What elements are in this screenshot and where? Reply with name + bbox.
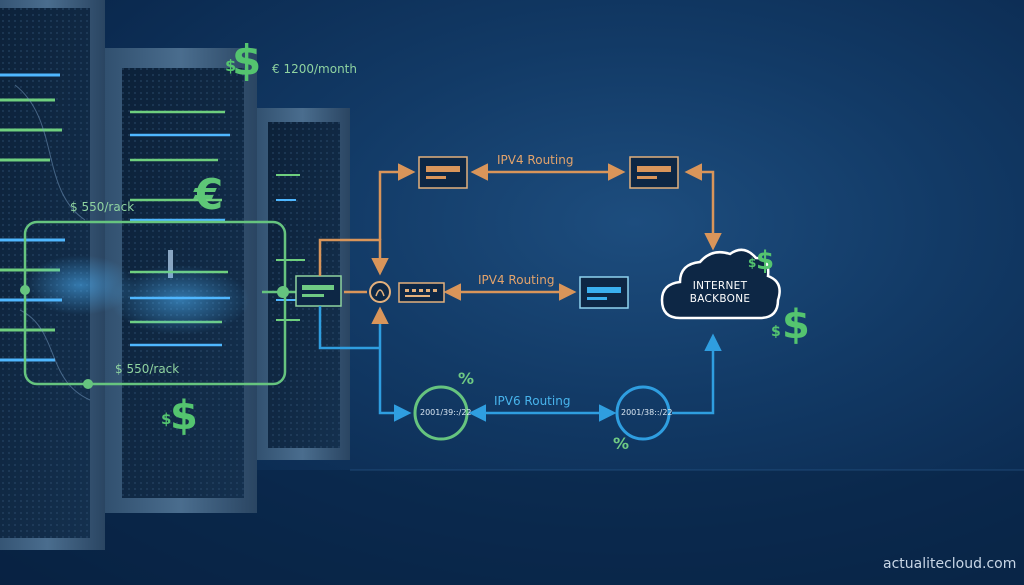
dollar-sign-bottom: $ xyxy=(170,393,198,439)
dollar-sign-right: $ xyxy=(782,302,810,348)
core-switch xyxy=(295,275,342,307)
label-ipv4-routing-mid: IPV4 Routing xyxy=(478,273,555,287)
cloud-label: INTERNET BACKBONE xyxy=(672,280,768,306)
ipv4-links xyxy=(318,163,722,301)
patch-panel xyxy=(398,282,445,303)
dollar-sign-top-small: $ xyxy=(225,56,237,75)
router-node xyxy=(369,281,391,303)
dollar-sign-top: $ xyxy=(232,36,262,85)
label-ipv6-routing: IPV6 Routing xyxy=(494,394,571,408)
ipv6-node-left xyxy=(413,385,469,441)
rack-network-frame xyxy=(20,220,296,389)
cloud-label-line1: INTERNET xyxy=(692,280,748,292)
server-rack-1 xyxy=(0,0,135,550)
ipv6-address-left: 2001/39::/22 xyxy=(420,408,472,417)
watermark[interactable]: actualitecloud.com xyxy=(883,556,1017,572)
ipv4-server-left xyxy=(418,156,468,189)
ipv4-server-right xyxy=(629,156,679,189)
dollar-sign-bottom-small: $ xyxy=(161,410,172,428)
cloud-icon xyxy=(660,248,781,320)
percent-sign-left: % xyxy=(458,369,475,388)
ipv6-node-right xyxy=(615,385,671,441)
ipv6-address-right: 2001/38::/22 xyxy=(621,408,673,417)
ipv4-server-blue xyxy=(579,276,629,309)
ipv6-links xyxy=(318,306,722,422)
dollar-sign-right-small: $ xyxy=(771,324,781,340)
price-rack-bottom: $ 550/rack xyxy=(115,362,180,376)
price-monthly: € 1200/month xyxy=(272,62,357,76)
label-ipv4-routing-top: IPV4 Routing xyxy=(497,153,574,167)
dollar-sign-cloud: $ xyxy=(756,246,775,276)
dollar-sign-cloud-small: $ xyxy=(748,256,757,270)
cloud-label-line2: BACKBONE xyxy=(689,293,751,305)
percent-sign-right: % xyxy=(613,434,630,453)
price-rack-top: $ 550/rack xyxy=(70,200,135,214)
euro-sign: € xyxy=(194,170,224,219)
